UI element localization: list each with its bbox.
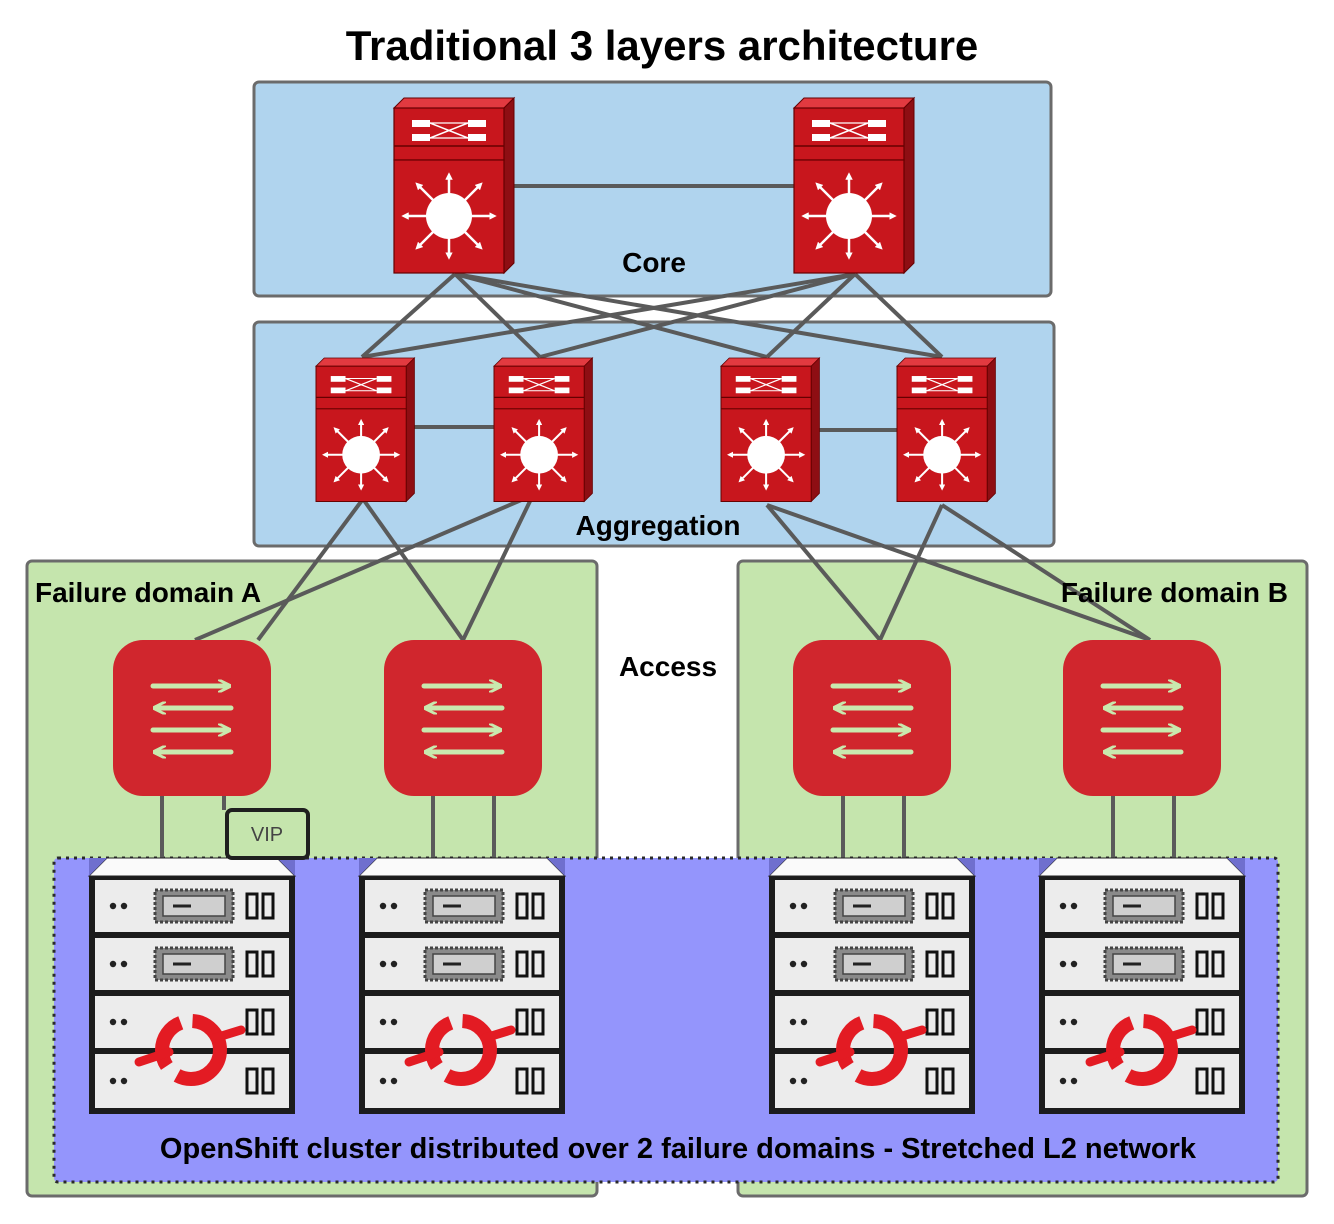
core-switch-1	[394, 98, 514, 273]
aggregation-switch-3	[721, 358, 819, 502]
access-switch-1	[113, 640, 271, 796]
core-layer-label: Core	[622, 247, 686, 278]
failure-domain-b-label: Failure domain B	[1061, 577, 1288, 608]
access-layer-label: Access	[619, 651, 717, 682]
access-server-links	[160, 795, 1176, 862]
aggregation-access-links	[194, 493, 1152, 642]
core-aggregation-links	[360, 184, 944, 432]
access-switch-3	[793, 640, 951, 796]
aggregation-switch-2	[494, 358, 592, 502]
aggregation-switch-1	[316, 358, 414, 502]
failure-domain-a-label: Failure domain A	[35, 577, 261, 608]
page-title: Traditional 3 layers architecture	[346, 22, 979, 69]
access-switch-2	[384, 640, 542, 796]
access-switch-4	[1063, 640, 1221, 796]
aggregation-layer-label: Aggregation	[576, 510, 741, 541]
core-switch-2	[794, 98, 914, 273]
vip-label: VIP	[251, 824, 283, 846]
cluster-caption: OpenShift cluster distributed over 2 fai…	[160, 1133, 1197, 1165]
aggregation-zone	[252, 320, 1056, 548]
aggregation-switch-4	[897, 358, 995, 502]
vip-box	[225, 808, 310, 860]
